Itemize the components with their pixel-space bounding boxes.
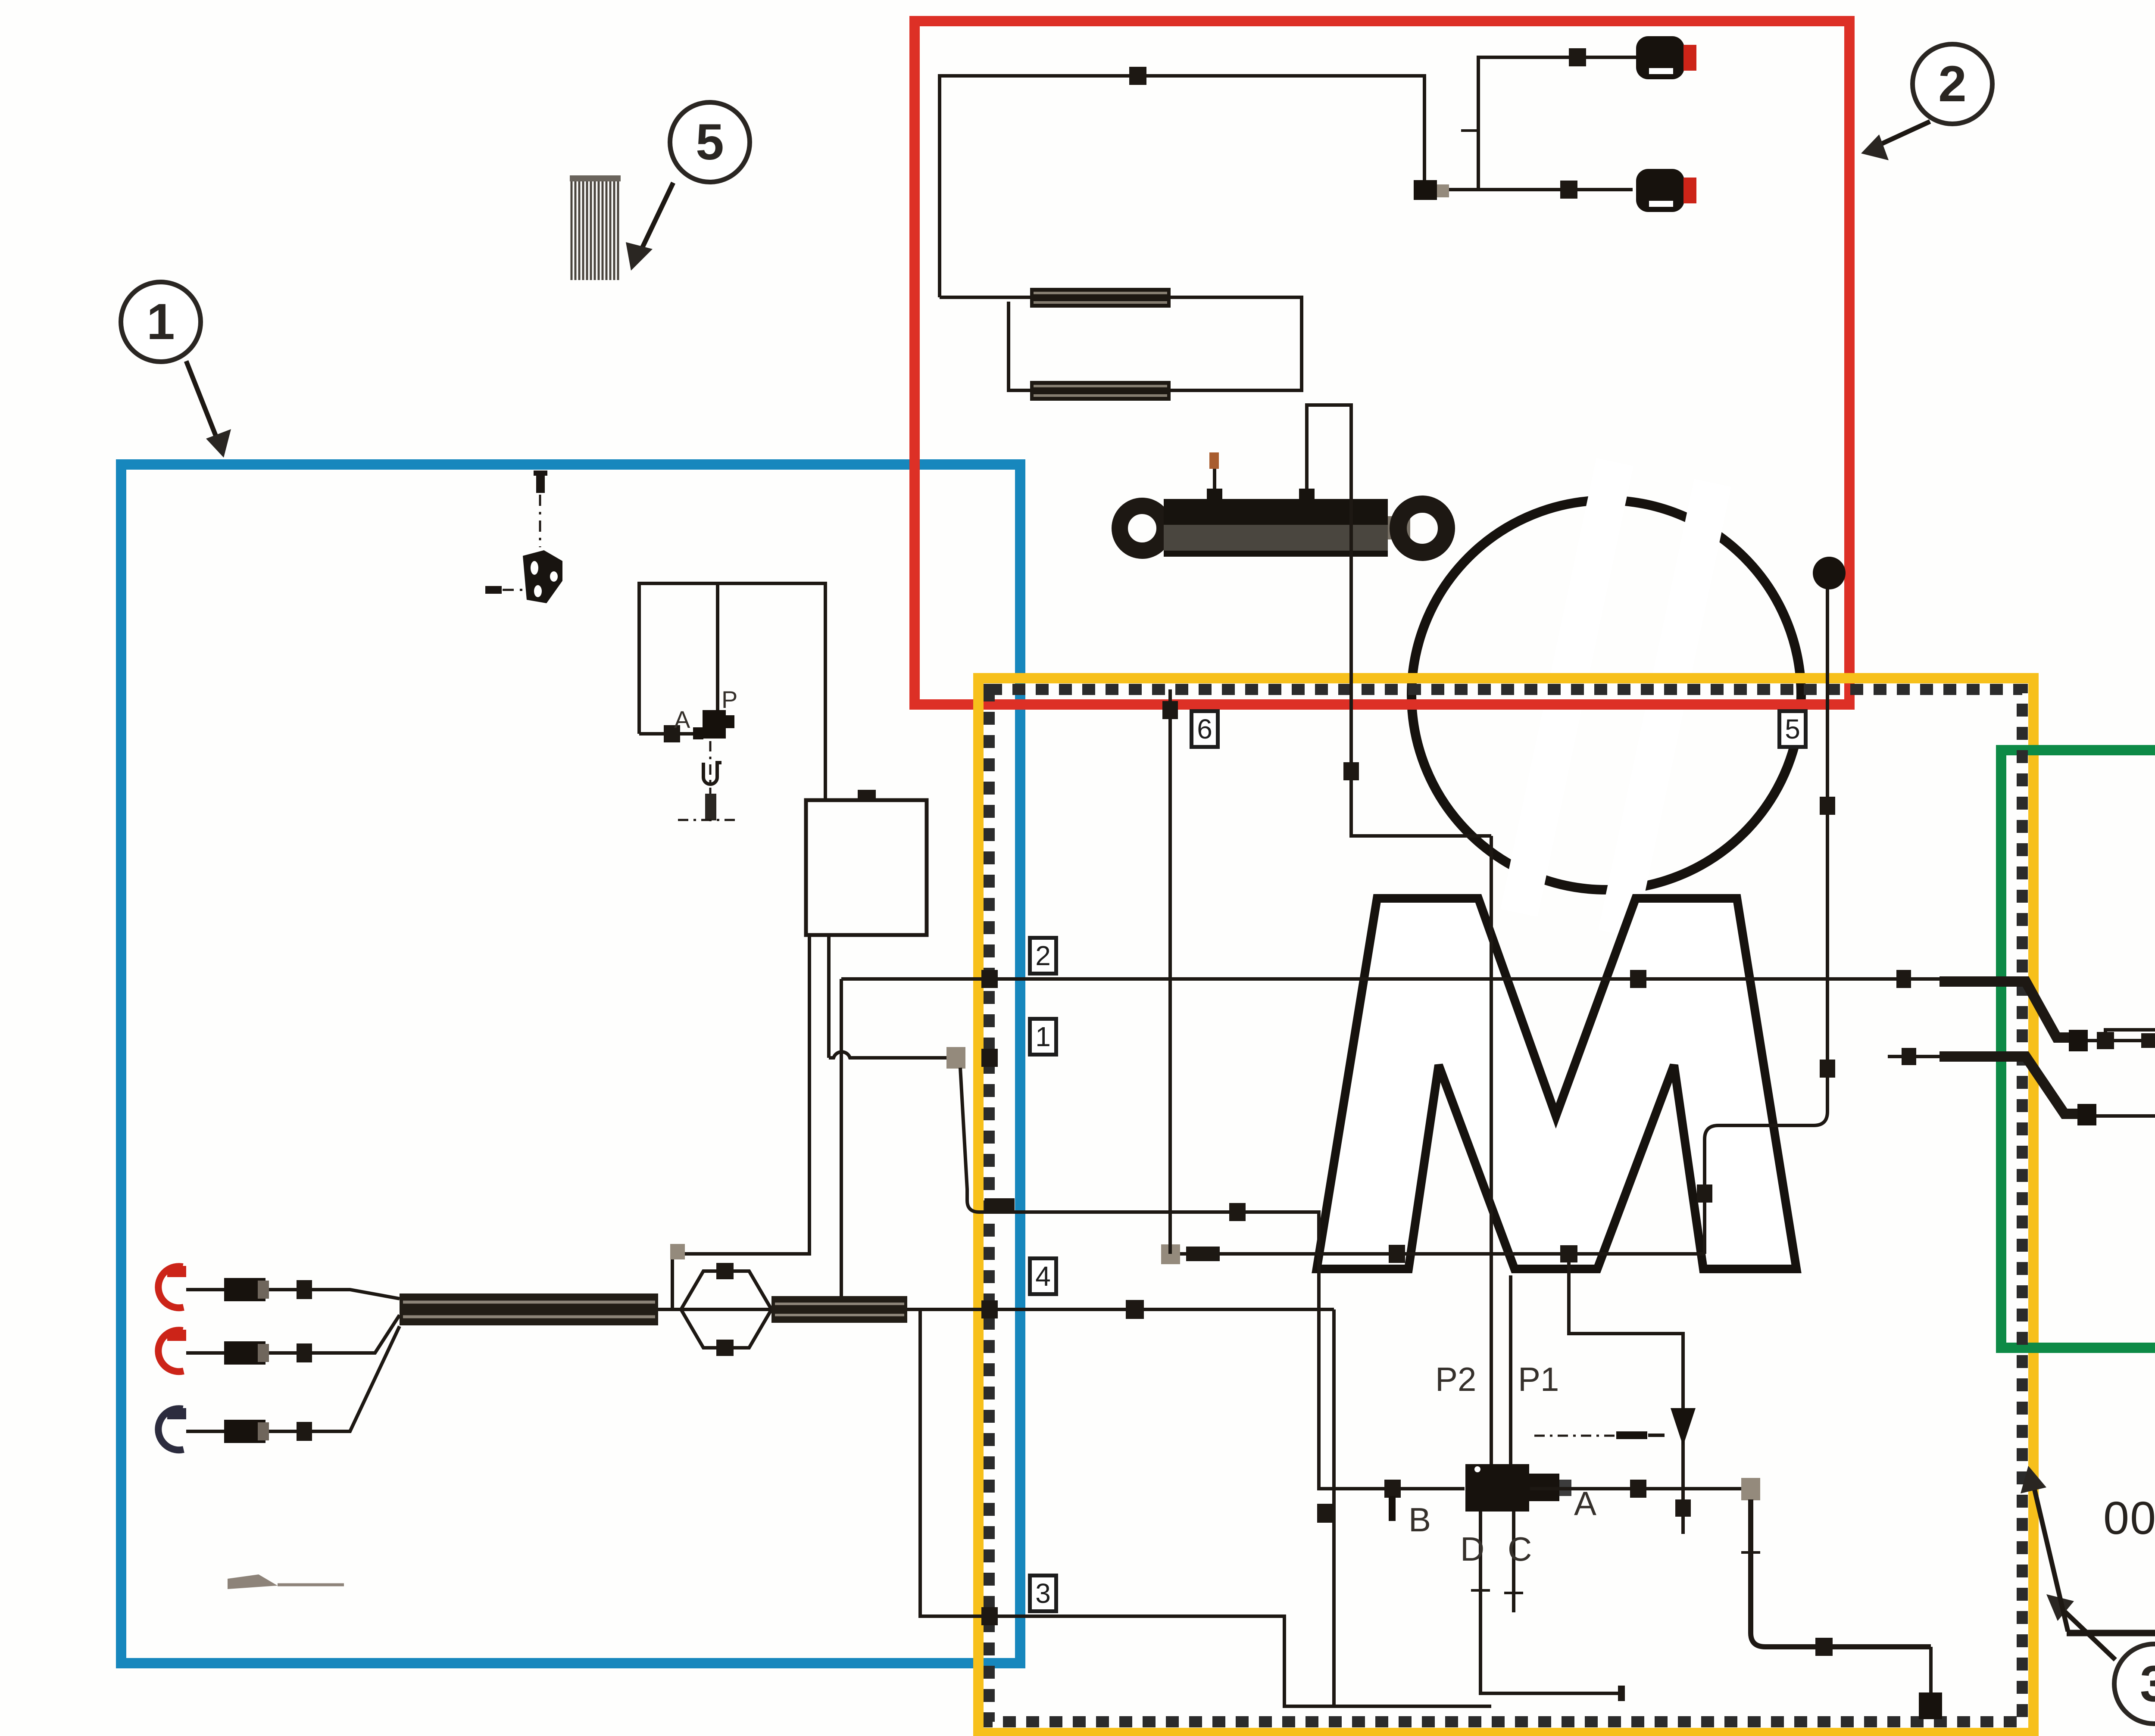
coupler-circuit	[938, 36, 1696, 297]
valve-port-label-a: A	[1574, 1484, 1597, 1522]
valve-port-label-d: D	[1460, 1530, 1485, 1568]
control-valve-assembly	[1465, 836, 1942, 1719]
corrugated-sleeve-1	[400, 1293, 658, 1325]
output-6-hose-line	[1162, 689, 1178, 1254]
corrugated-sleeve-2	[771, 1296, 907, 1323]
cable-ties	[570, 175, 621, 280]
output-tag-1-label: 1	[1035, 1021, 1051, 1052]
callout-5-label: 5	[696, 114, 724, 171]
output-3-hose-line	[918, 1309, 1491, 1708]
pilot-valve-assembly	[637, 582, 827, 822]
mid-manifold-line	[1161, 1244, 1705, 1534]
part-number: 00046635	[2103, 1492, 2155, 1544]
valve-port-label-b: B	[1409, 1501, 1431, 1539]
pilot-valve-label-p: P	[721, 686, 738, 713]
output-tag-4-label: 4	[1035, 1261, 1051, 1292]
group-box-4-green	[1996, 745, 2155, 1353]
pilot-valve-label-a: A	[674, 706, 690, 733]
callout-5: 5	[668, 100, 752, 184]
callout-2-label: 2	[1938, 56, 1967, 112]
valve-port-label-p2: P2	[1435, 1360, 1477, 1398]
output-tag-6-label: 6	[1197, 714, 1212, 745]
output-tag-5: 5	[1777, 709, 1808, 749]
output-tag-3-label: 3	[1035, 1578, 1051, 1609]
output-tag-2-label: 2	[1035, 940, 1051, 971]
callout-2: 2	[1910, 42, 1995, 126]
output-tag-6: 6	[1190, 709, 1220, 749]
output-tag-5-label: 5	[1785, 714, 1800, 745]
steering-circuit	[1888, 976, 2155, 1125]
protective-cover-dashed-border	[984, 684, 2028, 1727]
output-tag-3: 3	[1028, 1574, 1058, 1613]
hose-loop-rectangle	[804, 798, 929, 937]
output-tag-1: 1	[1028, 1017, 1058, 1057]
output-2-hose-line	[840, 970, 1940, 1302]
trim-strip	[228, 1574, 344, 1589]
bracket-assembly	[485, 471, 562, 603]
group-box-1-blue	[116, 459, 1025, 1668]
valve-port-label-p1: P1	[1518, 1360, 1559, 1398]
output-tag-4: 4	[1028, 1256, 1058, 1296]
callout-1: 1	[119, 280, 203, 364]
horizontal-cylinder	[1112, 403, 1491, 838]
group-box-3-yellow	[973, 673, 2039, 1736]
output-5-hose-line	[1697, 557, 1846, 1254]
braided-hose-pair	[940, 288, 1303, 401]
hose-bundle	[155, 1263, 1334, 1454]
callout-arrows	[184, 119, 2155, 1661]
group-box-2-red	[909, 16, 1855, 710]
callout-1-label: 1	[147, 293, 175, 350]
valve-port-label-c: C	[1508, 1530, 1532, 1568]
output-1-hose-line	[829, 1047, 1465, 1521]
callout-3-label: 3	[2140, 1655, 2155, 1712]
output-tag-2: 2	[1028, 936, 1058, 976]
